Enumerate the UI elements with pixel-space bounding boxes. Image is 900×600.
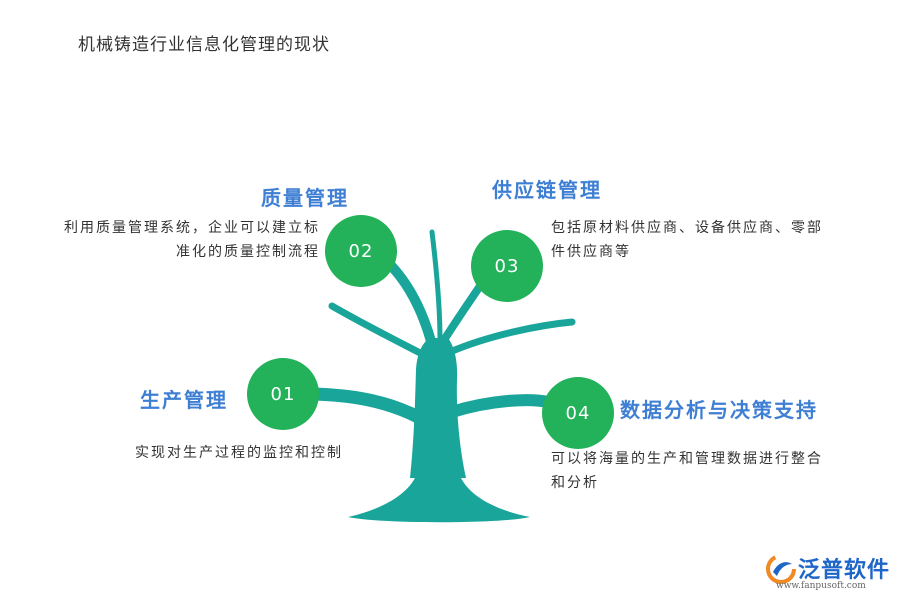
description-line: 准化的质量控制流程 <box>176 244 320 260</box>
brand-logo: 泛普软件 www.fanpusoft.com <box>764 550 894 594</box>
badge-number: 03 <box>494 255 520 277</box>
badge-04: 04 <box>542 377 614 449</box>
badge-number: 02 <box>348 240 374 262</box>
description-line: 包括原材料供应商、设备供应商、零部 <box>551 220 823 236</box>
description-quality: 利用质量管理系统，企业可以建立标 准化的质量控制流程 <box>25 216 320 264</box>
description-line: 利用质量管理系统，企业可以建立标 <box>64 220 320 236</box>
branch-upper-right <box>440 279 486 344</box>
tree-trunk <box>410 338 466 478</box>
branch-right-mid <box>446 318 576 356</box>
heading-production: 生产管理 <box>140 388 228 412</box>
badge-01: 01 <box>247 358 319 430</box>
fanpu-logo-icon <box>766 554 796 584</box>
description-line: 件供应商等 <box>551 244 631 260</box>
badge-03: 03 <box>471 230 543 302</box>
heading-supply-chain: 供应链管理 <box>492 178 602 202</box>
description-production: 实现对生产过程的监控和控制 <box>135 445 343 461</box>
logo-url: www.fanpusoft.com <box>776 581 866 591</box>
heading-data-analysis: 数据分析与决策支持 <box>620 398 818 422</box>
description-line: 和分析 <box>551 475 599 491</box>
badge-number: 01 <box>270 383 296 405</box>
branch-far-left <box>328 302 430 360</box>
description-supply-chain: 包括原材料供应商、设备供应商、零部 件供应商等 <box>551 216 823 264</box>
description-line: 可以将海量的生产和管理数据进行整合 <box>551 451 823 467</box>
branch-left-lower <box>305 387 427 425</box>
badge-number: 04 <box>565 402 591 424</box>
heading-quality: 质量管理 <box>261 186 349 210</box>
branch-right-lower <box>446 394 554 418</box>
badge-02: 02 <box>325 215 397 287</box>
description-data-analysis: 可以将海量的生产和管理数据进行整合 和分析 <box>551 447 823 495</box>
tree-base <box>348 470 530 523</box>
branch-center <box>429 229 443 343</box>
logo-name: 泛普软件 <box>798 558 891 583</box>
page-title: 机械铸造行业信息化管理的现状 <box>78 35 330 55</box>
